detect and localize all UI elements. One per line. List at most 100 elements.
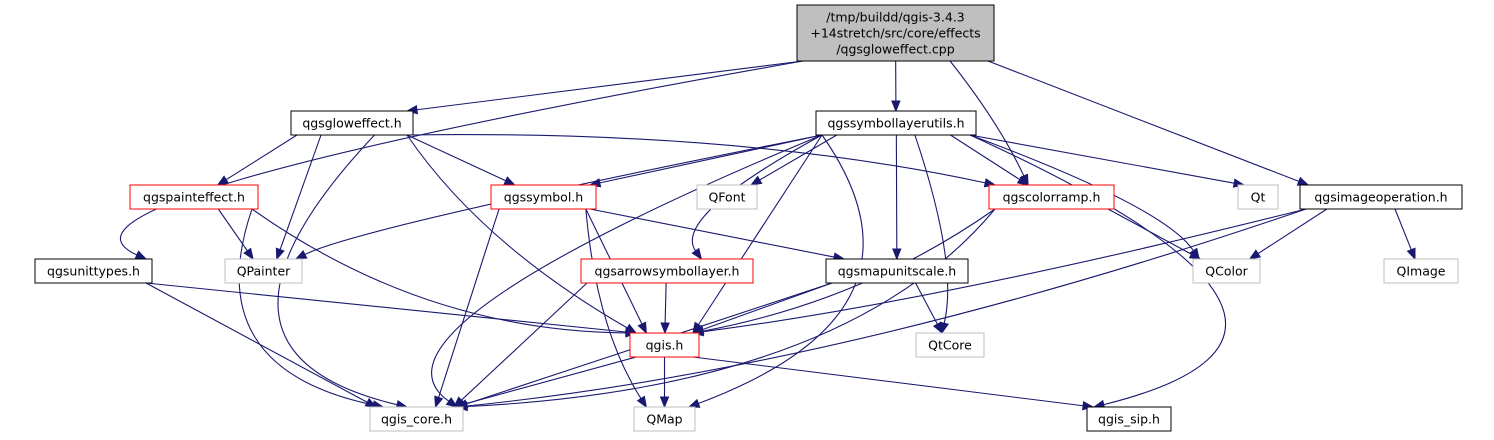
arrowhead	[1296, 176, 1310, 186]
node-box	[490, 184, 597, 210]
node-label: +14stretch/src/core/effects	[810, 26, 980, 41]
arrowhead	[691, 247, 703, 261]
node-qmap[interactable]: QMap	[633, 406, 696, 432]
node-box	[1192, 258, 1261, 284]
node-label: qgsarrowsymbollayer.h	[595, 264, 740, 279]
node-qgsarrowsymbollayer[interactable]: qgsarrowsymbollayer.h	[580, 258, 754, 284]
node-qcolor[interactable]: QColor	[1192, 258, 1261, 284]
edge-qgscolorramp-to-qcolor	[1107, 208, 1202, 260]
node-label: qgsimageoperation.h	[1314, 190, 1447, 205]
arrowhead	[134, 250, 148, 260]
node-box	[369, 406, 464, 432]
node-label: QMap	[646, 412, 682, 427]
edge-qgssymbollayerutils-to-qgsmapunitscale	[892, 134, 902, 261]
edge-qgspainteffect-to-qgis_core	[238, 208, 385, 410]
node-qgsunittypes[interactable]: qgsunittypes.h	[34, 258, 153, 284]
arrowhead	[659, 396, 670, 409]
edge-qgsimageoperation-to-qimage	[1394, 208, 1416, 261]
edge-qgsgloweffect-to-qgspainteffect	[216, 134, 298, 186]
node-box	[34, 258, 153, 284]
edge-qgsmapunitscale-to-qtcore	[915, 282, 943, 335]
edge-root-to-qgsgloweffect	[405, 60, 804, 115]
edge-qgssymbollayerutils-to-qgis	[692, 134, 823, 335]
node-box	[1299, 184, 1463, 210]
arrowhead	[932, 321, 943, 335]
node-box	[796, 4, 995, 62]
edge-root-to-qgsimageoperation	[987, 60, 1310, 186]
edge-qgssymbollayerutils-to-qgscolorramp	[950, 134, 1030, 186]
node-box	[1383, 258, 1459, 284]
node-qimage[interactable]: QImage	[1383, 258, 1459, 284]
edge-qgssymbol-to-qgsmapunitscale	[589, 208, 846, 262]
node-qgscolorramp[interactable]: qgscolorramp.h	[988, 184, 1115, 210]
arrowhead	[637, 321, 647, 335]
edge-qgssymbollayerutils-to-qt	[969, 134, 1246, 188]
node-qgssymbol[interactable]: qgssymbol.h	[490, 184, 597, 210]
node-label: /tmp/buildd/qgis-3.4.3	[826, 10, 965, 25]
edge-qgssymbol-to-qmap	[585, 208, 648, 409]
arrowhead	[1188, 249, 1202, 260]
arrowhead	[1016, 175, 1030, 186]
edge-qgis-to-qgis_sip	[692, 356, 1095, 411]
node-qgis_sip[interactable]: qgis_sip.h	[1086, 406, 1172, 432]
arrowhead	[275, 247, 285, 261]
node-box	[1086, 406, 1172, 432]
node-box	[629, 332, 700, 358]
edge-qgsimageoperation-to-qcolor	[1248, 208, 1328, 260]
arrowhead	[1248, 249, 1262, 260]
edge-qgssymbollayerutils-to-qfont	[749, 134, 838, 186]
node-qt[interactable]: Qt	[1237, 184, 1279, 210]
node-label: /qgsgloweffect.cpp	[836, 42, 954, 57]
node-label: QFont	[708, 190, 745, 205]
edge-qgssymbollayerutils-to-qgis_sip	[969, 134, 1227, 410]
edge-qgssymbollayerutils-to-qtcore	[914, 134, 949, 335]
nodes-layer: /tmp/buildd/qgis-3.4.3+14stretch/src/cor…	[34, 4, 1463, 432]
node-qgsgloweffect[interactable]: qgsgloweffect.h	[290, 110, 414, 136]
node-qtcore[interactable]: QtCore	[915, 332, 985, 358]
node-qgspainteffect[interactable]: qgspainteffect.h	[129, 184, 259, 210]
arrowhead	[294, 250, 308, 260]
node-box	[633, 406, 696, 432]
edges-layer	[119, 60, 1416, 412]
arrowhead	[503, 176, 516, 186]
node-label: qgis.h	[646, 338, 684, 353]
node-box	[915, 332, 985, 358]
node-qgssymbollayerutils[interactable]: qgssymbollayerutils.h	[815, 110, 977, 136]
node-box	[129, 184, 259, 210]
node-label: QImage	[1397, 264, 1446, 279]
arrowhead	[636, 395, 648, 409]
node-box	[290, 110, 414, 136]
edge-qgsunittypes-to-qgis	[145, 282, 638, 337]
node-qgsmapunitscale[interactable]: qgsmapunitscale.h	[825, 258, 969, 284]
node-root[interactable]: /tmp/buildd/qgis-3.4.3+14stretch/src/cor…	[796, 4, 995, 62]
node-label: QPainter	[237, 264, 291, 279]
edge-qgsimageoperation-to-qgis_core	[455, 208, 1307, 411]
node-label: qgscolorramp.h	[1003, 190, 1101, 205]
node-box	[825, 258, 969, 284]
arrowhead	[687, 398, 701, 408]
arrowhead	[891, 100, 901, 113]
node-label: qgspainteffect.h	[143, 190, 245, 205]
arrowhead	[445, 397, 459, 408]
node-box	[815, 110, 977, 136]
node-box	[224, 258, 303, 284]
edge-qgsgloweffect-to-qpainter	[275, 134, 322, 261]
arrowhead	[1406, 247, 1416, 261]
node-qgsimageoperation[interactable]: qgsimageoperation.h	[1299, 184, 1463, 210]
edge-qgsarrowsymbollayer-to-qgis	[660, 282, 670, 335]
arrowhead	[660, 322, 670, 335]
node-qfont[interactable]: QFont	[696, 184, 758, 210]
edge-qgssymbollayerutils-to-qgssymbol	[588, 134, 823, 188]
arrowhead	[243, 247, 254, 261]
node-qpainter[interactable]: QPainter	[224, 258, 303, 284]
node-qgis_core[interactable]: qgis_core.h	[369, 406, 464, 432]
arrowhead	[364, 397, 378, 408]
node-label: qgsgloweffect.h	[302, 116, 401, 131]
arrowhead	[892, 248, 902, 261]
node-label: qgssymbollayerutils.h	[827, 116, 964, 131]
node-label: QtCore	[928, 338, 972, 353]
node-qgis[interactable]: qgis.h	[629, 332, 700, 358]
edge-qgspainteffect-to-qpainter	[217, 208, 254, 261]
node-label: Qt	[1251, 190, 1266, 205]
